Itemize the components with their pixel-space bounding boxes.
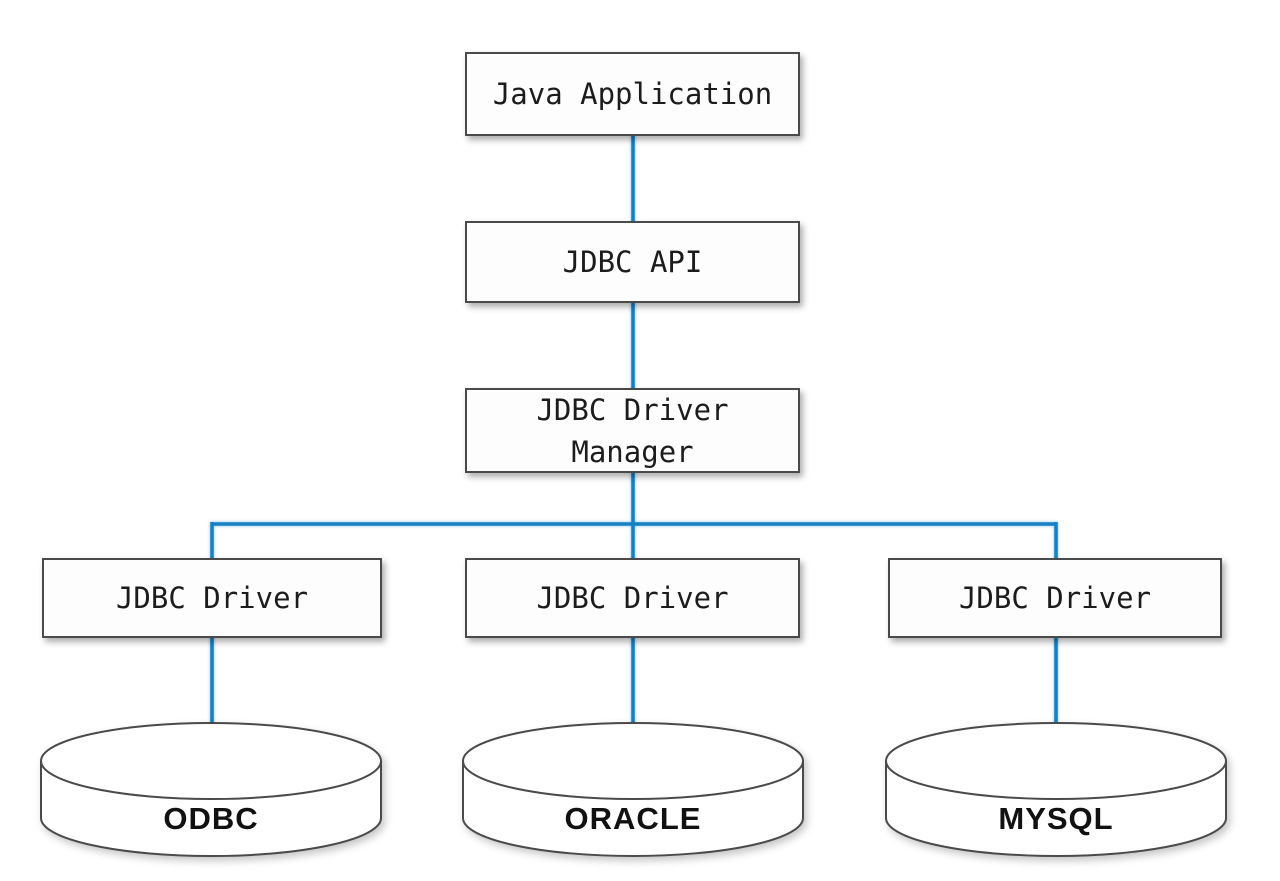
node-jdbc-driver-manager: JDBC Driver Manager (465, 388, 800, 473)
cylinder-top (40, 722, 382, 800)
database-cylinder-odbc (40, 722, 382, 857)
node-jdbc-driver-center-label: JDBC Driver (536, 581, 729, 615)
database-cylinder-mysql (885, 722, 1227, 857)
node-java-application-label: Java Application (492, 77, 773, 111)
db-label-odbc: ODBC (163, 801, 259, 836)
db-label-mysql: MYSQL (998, 801, 1114, 836)
node-jdbc-driver-manager-label: JDBC Driver Manager (536, 392, 729, 469)
node-jdbc-driver-center: JDBC Driver (465, 558, 800, 638)
cylinder-top (462, 722, 804, 800)
cylinder-top (885, 722, 1227, 800)
node-jdbc-driver-left-label: JDBC Driver (115, 581, 309, 615)
node-jdbc-driver-right: JDBC Driver (888, 558, 1222, 638)
db-label-oracle: ORACLE (564, 801, 702, 836)
database-cylinder-oracle (462, 722, 804, 857)
node-jdbc-driver-right-label: JDBC Driver (958, 581, 1152, 615)
node-jdbc-driver-left: JDBC Driver (42, 558, 382, 638)
node-jdbc-api-label: JDBC API (562, 245, 703, 279)
node-jdbc-api: JDBC API (465, 221, 800, 303)
node-java-application: Java Application (465, 52, 800, 136)
